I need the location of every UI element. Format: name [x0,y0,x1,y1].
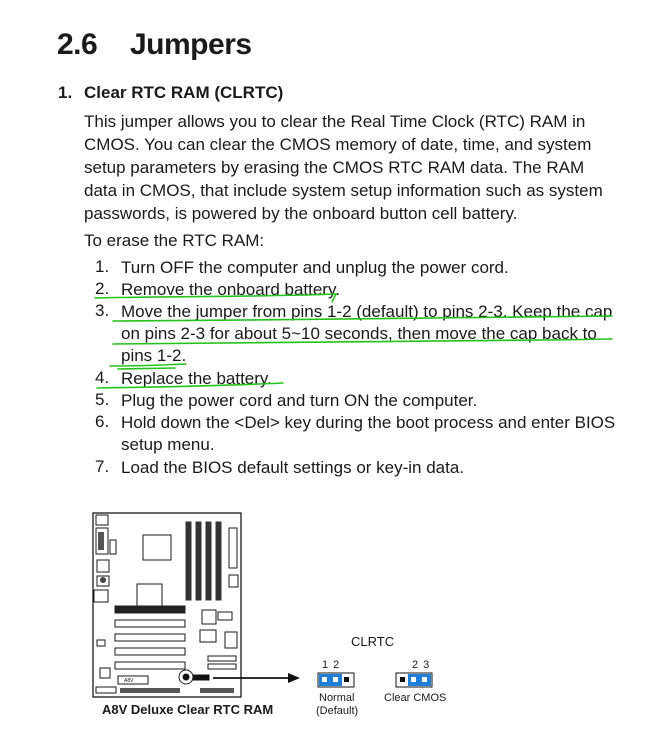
step-line: Remove the onboard battery. [121,280,340,299]
step-line: Turn OFF the computer and unplug the pow… [121,258,509,277]
item-number: 1. [58,83,73,102]
underline-step-3-line-3 [109,363,187,370]
description-line: This jumper allows you to clear the Real… [84,112,586,131]
erase-intro: To erase the RTC RAM: [84,231,265,250]
cpu-socket [142,534,172,561]
section-number: 2.6 [57,28,98,61]
step-text: Move the jumper from pins 1-2 (default) … [121,301,621,367]
description-line: passwords, is powered by the onboard but… [84,204,518,223]
step-line: Plug the power cord and turn ON the comp… [121,391,478,410]
item-title: Clear RTC RAM (CLRTC) [84,83,284,102]
step-text: Replace the battery. [121,368,621,390]
step-line: Hold down the <Del> key during the boot … [121,413,616,432]
normal-pin-numbers: 1 2 [322,659,340,671]
underline-step-3-line-1 [112,315,613,322]
step-number: 7. [95,457,110,476]
step-line: setup menu. [121,435,215,454]
clear-cmos-label: Clear CMOS [384,692,447,704]
jumper-normal [317,672,355,688]
jumper-pin [344,677,349,682]
step-text: Turn OFF the computer and unplug the pow… [121,257,621,279]
step-number: 3. [95,301,110,320]
step-number: 5. [95,390,110,409]
underline-step-3-line-2 [112,338,613,345]
clear-pin-numbers: 2 3 [412,659,430,671]
clrtc-jumper-location [192,674,210,681]
description-paragraph: This jumper allows you to clear the Real… [84,110,603,225]
normal-label: Normal [319,692,355,704]
jumper-pin [322,677,327,682]
figure-caption: A8V Deluxe Clear RTC RAM [102,702,274,717]
step-line: Load the BIOS default settings or key-in… [121,458,465,477]
step-line: pins 1-2. [121,346,187,365]
jumper-clear [395,672,433,688]
handwritten-underlines [94,293,613,389]
description-line: CMOS. You can clear the CMOS memory of d… [84,135,592,154]
board-label-text: A8V [124,678,134,684]
step-text: Remove the onboard battery. [121,279,621,301]
normal-default-label: (Default) [316,705,359,717]
step-line: Move the jumper from pins 1-2 (default) … [121,302,613,321]
underline-step-2 [94,293,338,303]
step-number: 4. [95,368,110,387]
step-text: Load the BIOS default settings or key-in… [121,457,621,479]
step-line: on pins 2-3 for about 5~10 seconds, then… [121,324,597,343]
pointer-arrow-head [288,673,300,683]
step-number: 2. [95,279,110,298]
step-number: 6. [95,412,110,431]
jumper-pin [411,677,416,682]
jumper-pin [333,677,338,682]
jumper-pin [422,677,427,682]
step-line: Replace the battery. [121,369,272,388]
jumper-pin [400,677,405,682]
motherboard-diagram [92,512,242,698]
board-outline [92,512,242,698]
step-text: Hold down the <Del> key during the boot … [121,412,621,456]
step-text: Plug the power cord and turn ON the comp… [121,390,621,412]
jumper-name: CLRTC [351,634,395,649]
step-number: 1. [95,257,110,276]
description-line: setup parameters by erasing the CMOS RTC… [84,158,585,177]
underline-step-4 [96,382,284,389]
description-line: data in CMOS, that include system setup … [84,181,603,200]
section-title: Jumpers [130,28,252,61]
